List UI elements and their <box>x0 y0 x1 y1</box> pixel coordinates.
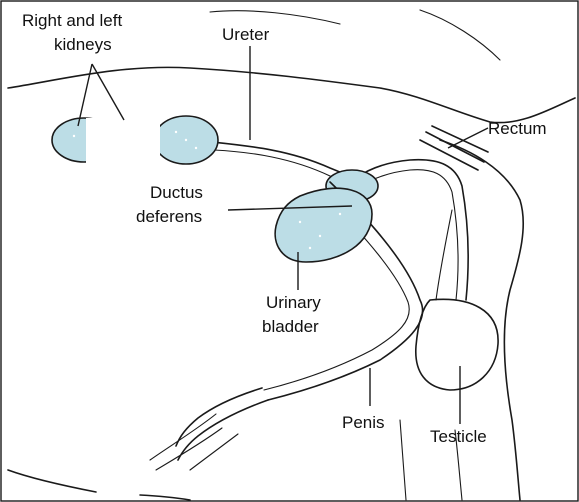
kidneys-leader <box>78 64 124 126</box>
testicle-spermatic-cord <box>436 210 452 300</box>
rectum-label: Rectum <box>488 119 547 138</box>
kidneys-label-line2: kidneys <box>54 35 112 54</box>
testicle-shape <box>416 299 498 390</box>
bladder-label-line1: Urinary <box>266 293 321 312</box>
kidneys-label-line1: Right and left <box>22 11 122 30</box>
bladder-label-line2: bladder <box>262 317 319 336</box>
body-outline-belly <box>8 470 190 500</box>
urinary-bladder <box>275 188 372 262</box>
ductus-label-line1: Ductus <box>150 183 203 202</box>
penis-shaft-lower <box>176 388 262 446</box>
ureter-label: Ureter <box>222 25 270 44</box>
ductus-label-line2: deferens <box>136 207 202 226</box>
penis-shaft <box>178 400 268 460</box>
penis-label: Penis <box>342 413 385 432</box>
testicle-label: Testicle <box>430 427 487 446</box>
rectum-leader <box>448 128 488 148</box>
kidney-label-mask <box>86 118 160 170</box>
body-outline-back <box>8 67 575 122</box>
